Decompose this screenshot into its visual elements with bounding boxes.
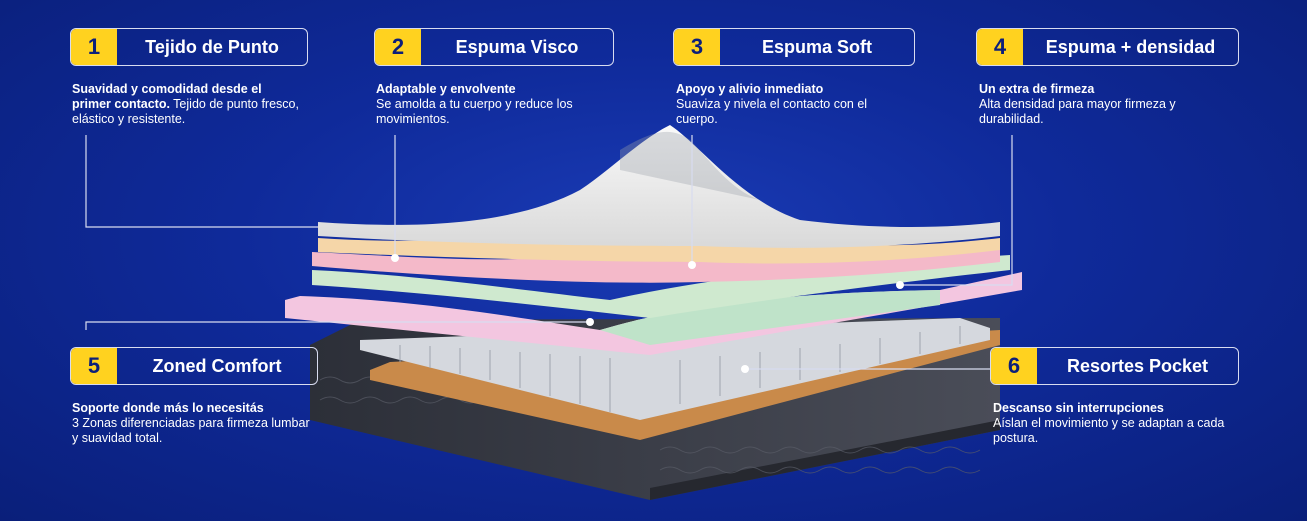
knit-top-layer	[318, 125, 1000, 248]
badge-number: 2	[375, 29, 421, 65]
description-body: 3 Zonas diferenciadas para firmeza lumba…	[72, 416, 310, 445]
badge-number: 6	[991, 348, 1037, 384]
badge-layer-6: 6 Resortes Pocket	[990, 347, 1239, 385]
description-lead: Un extra de firmeza	[979, 82, 1095, 96]
description-layer-5: Soporte donde más lo necesitás 3 Zonas d…	[72, 401, 312, 446]
description-body: Suaviza y nivela el contacto con el cuer…	[676, 97, 868, 126]
badge-title: Espuma Soft	[761, 36, 872, 57]
soft-layer	[312, 242, 1000, 283]
leader-lines	[85, 135, 1013, 370]
description-lead: Suavidad y comodidad desde el primer con…	[72, 82, 262, 111]
badge-number: 3	[674, 29, 720, 65]
description-body: Aíslan el movimiento y se adaptan a cada…	[993, 416, 1225, 445]
description-body: Se amolda a tu cuerpo y reduce los movim…	[376, 97, 573, 126]
description-layer-3: Apoyo y alivio inmediato Suaviza y nivel…	[676, 82, 911, 127]
badge-layer-4: 4 Espuma + densidad	[976, 28, 1239, 66]
description-lead: Descanso sin interrupciones	[993, 401, 1164, 415]
description-layer-1: Suavidad y comodidad desde el primer con…	[72, 82, 302, 127]
badge-title: Zoned Comfort	[152, 355, 282, 376]
badge-layer-3: 3 Espuma Soft	[673, 28, 915, 66]
badge-number: 5	[71, 348, 117, 384]
badge-title: Espuma Visco	[455, 36, 579, 57]
badge-title: Espuma + densidad	[1045, 36, 1216, 57]
badge-title: Tejido de Punto	[145, 36, 279, 57]
badge-number: 1	[71, 29, 117, 65]
pocket-springs	[360, 318, 990, 420]
badge-layer-5: 5 Zoned Comfort	[70, 347, 318, 385]
description-lead: Soporte donde más lo necesitás	[72, 401, 264, 415]
description-body: Alta densidad para mayor firmeza y durab…	[979, 97, 1176, 126]
zoned-comfort-layer	[285, 272, 1022, 355]
badge-title: Resortes Pocket	[1066, 355, 1209, 376]
description-body: Tejido de punto fresco, elástico y resis…	[72, 97, 299, 126]
description-layer-6: Descanso sin interrupciones Aíslan el mo…	[993, 401, 1233, 446]
badge-number: 4	[977, 29, 1023, 65]
description-layer-2: Adaptable y envolvente Se amolda a tu cu…	[376, 82, 616, 127]
description-layer-4: Un extra de firmeza Alta densidad para m…	[979, 82, 1219, 127]
leader-dots	[391, 254, 904, 373]
description-lead: Apoyo y alivio inmediato	[676, 82, 824, 96]
badge-layer-1: 1 Tejido de Punto	[70, 28, 308, 66]
badge-layer-2: 2 Espuma Visco	[374, 28, 614, 66]
description-lead: Adaptable y envolvente	[376, 82, 516, 96]
